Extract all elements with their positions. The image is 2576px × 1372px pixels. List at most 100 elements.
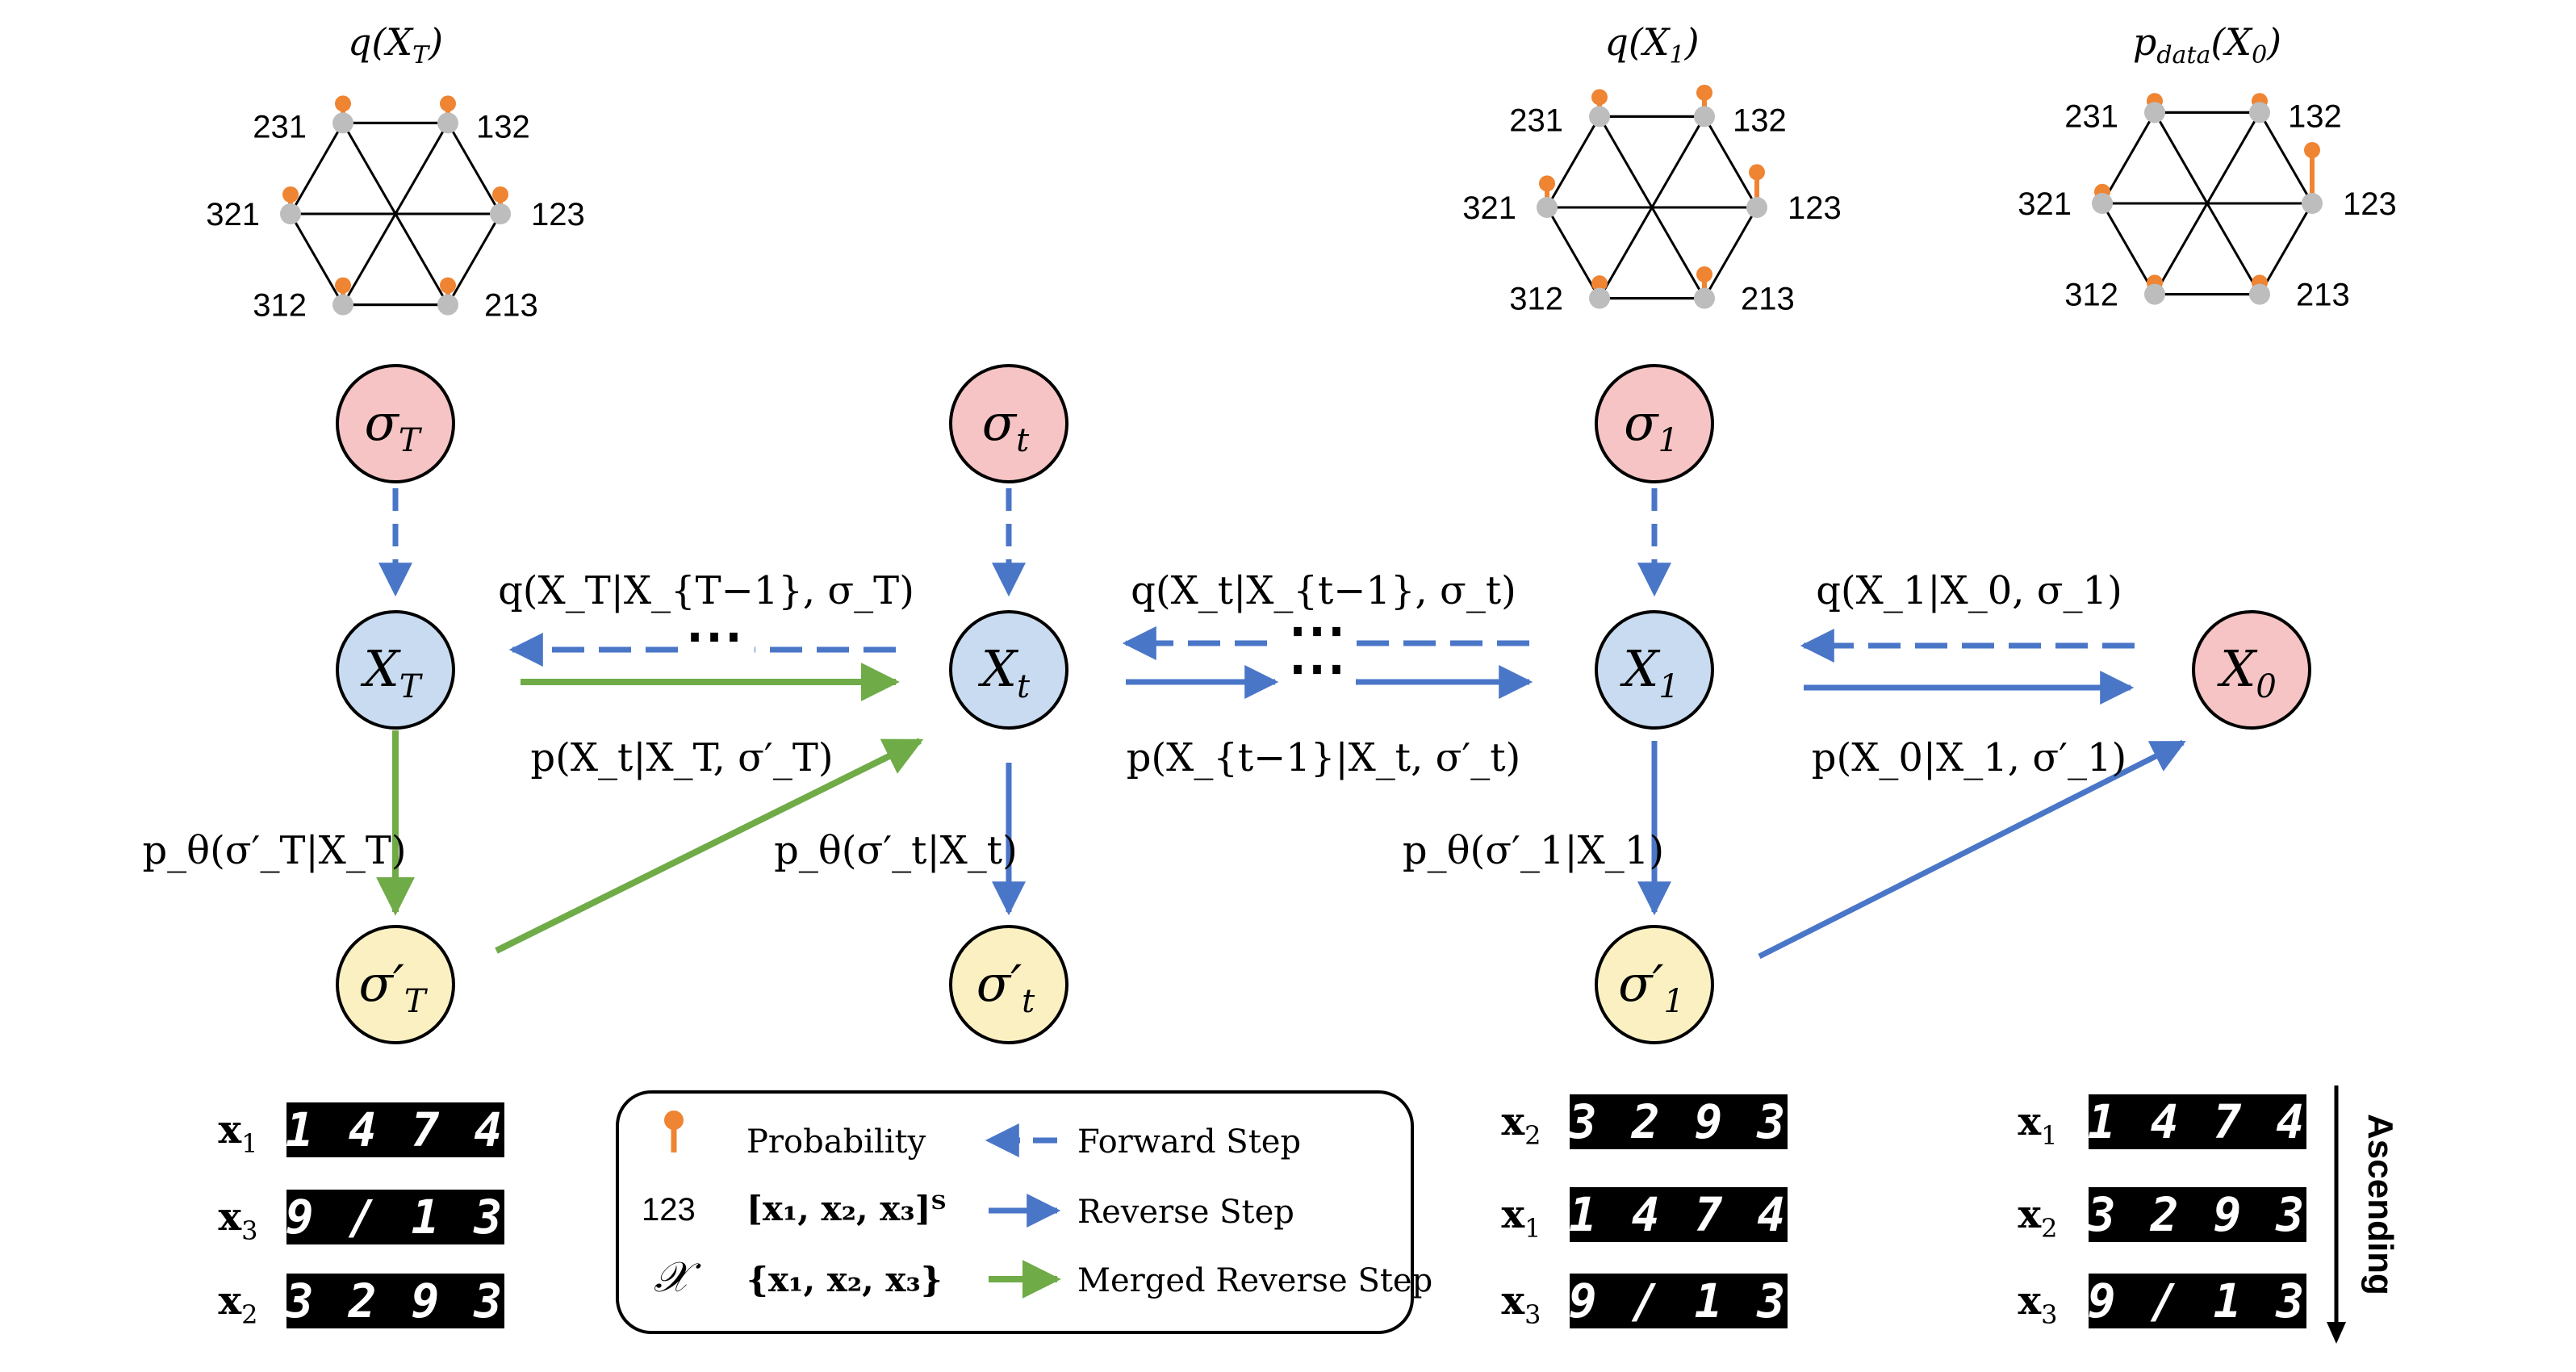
hexagon-title: q(XT) bbox=[348, 20, 443, 69]
hexagon-title: pdata(X0) bbox=[2133, 20, 2281, 69]
probability-head-123 bbox=[1749, 164, 1765, 181]
vertex-123 bbox=[490, 203, 511, 224]
vertex-231 bbox=[1589, 106, 1610, 128]
vertex-label-132: 132 bbox=[476, 109, 530, 144]
digit-row-label: x3 bbox=[1502, 1278, 1541, 1330]
digit-row-label: x3 bbox=[219, 1194, 258, 1246]
node-X-t: Xt bbox=[949, 610, 1068, 730]
node-circle bbox=[949, 925, 1068, 1044]
vertex-132 bbox=[2249, 102, 2270, 123]
arrow-sigmap1-to-X0 bbox=[1758, 739, 2186, 960]
node-circle bbox=[1595, 364, 1714, 483]
probability-head-132 bbox=[440, 95, 456, 112]
vertex-label-231: 231 bbox=[2064, 98, 2118, 134]
probability-head-312 bbox=[1591, 275, 1608, 292]
legend-forward-label: Forward Step bbox=[1077, 1123, 1301, 1161]
label-q-Xt: q(X_t|X_{t−1}, σ_t) bbox=[1131, 568, 1516, 613]
digit-strip-content: 1 4 7 4 bbox=[286, 1102, 505, 1157]
node-circle bbox=[336, 364, 455, 483]
label-q-XT: q(X_T|X_{T−1}, σ_T) bbox=[498, 568, 914, 613]
arrow-sigmapT-to-Xt bbox=[495, 738, 924, 954]
vertex-label-231: 231 bbox=[253, 109, 307, 144]
dots-top-left: ⋯ bbox=[685, 600, 743, 669]
vertex-231 bbox=[2144, 102, 2165, 123]
vertex-321 bbox=[2092, 193, 2113, 214]
node-sigma-t: σt bbox=[949, 364, 1068, 483]
node-sigma-T: σT bbox=[336, 364, 455, 483]
node-circle bbox=[336, 925, 455, 1044]
vertex-label-312: 312 bbox=[2064, 278, 2118, 313]
node-label: Xt bbox=[978, 639, 1031, 705]
digit-strip-content: 1 4 7 4 bbox=[2088, 1094, 2307, 1149]
node-sigma-prime-t: σ′t bbox=[949, 925, 1068, 1044]
node-circle bbox=[1595, 610, 1714, 730]
vertex-123 bbox=[2302, 193, 2323, 214]
vertex-label-213: 213 bbox=[2296, 278, 2350, 313]
vertex-132 bbox=[1694, 106, 1715, 128]
digit-strip-content: 9 / 1 3 bbox=[2088, 1274, 2307, 1328]
probability-head-321 bbox=[282, 186, 299, 203]
digit-strip bbox=[2089, 1094, 2306, 1149]
digit-row-label: x2 bbox=[1502, 1099, 1541, 1151]
digit-row-label: x3 bbox=[2018, 1278, 2058, 1330]
node-X-0: X0 bbox=[2192, 610, 2311, 730]
vertex-213 bbox=[1694, 287, 1715, 309]
vertex-312 bbox=[332, 294, 353, 316]
node-circle bbox=[1595, 925, 1714, 1044]
digit-strip bbox=[2089, 1274, 2306, 1328]
vertex-321 bbox=[280, 203, 301, 224]
probability-head-231 bbox=[1591, 89, 1608, 106]
edge-labels: q(X_T|X_{T−1}, σ_T) p(X_t|X_T, σ′_T) q(X… bbox=[142, 568, 2126, 873]
probability-head-231 bbox=[335, 95, 351, 112]
digit-strips: x1 1 4 7 4 x3 9 / 1 3 x2 3 2 9 3 x2 3 2 9 3 x1 1 … bbox=[219, 1094, 2307, 1330]
digit-row-label: x2 bbox=[219, 1278, 258, 1330]
vertex-312 bbox=[1589, 287, 1610, 309]
digit-strip bbox=[1570, 1094, 1788, 1149]
vertex-label-123: 123 bbox=[1788, 190, 1842, 226]
vertex-213 bbox=[437, 294, 458, 316]
node-X-1: X1 bbox=[1595, 610, 1714, 730]
vertex-321 bbox=[1537, 197, 1558, 218]
probability-head-213 bbox=[440, 277, 456, 294]
node-label: X1 bbox=[1620, 639, 1679, 705]
digit-strip-content: 3 2 9 3 bbox=[1568, 1094, 1788, 1149]
vertex-label-321: 321 bbox=[1462, 190, 1516, 226]
digit-strip bbox=[286, 1190, 504, 1244]
digit-row-label: x1 bbox=[1502, 1192, 1541, 1244]
node-circle bbox=[949, 364, 1068, 483]
vertex-132 bbox=[437, 112, 458, 134]
label-p-XT: p(X_t|X_T, σ′_T) bbox=[530, 735, 833, 780]
digit-strip-content: 3 2 9 3 bbox=[2087, 1187, 2307, 1242]
probability-head-132 bbox=[1696, 84, 1712, 101]
digit-strip bbox=[286, 1274, 504, 1328]
vertex-label-321: 321 bbox=[206, 197, 260, 232]
legend: Probability Forward Step 123 [x₁, x₂, x₃… bbox=[616, 1090, 1432, 1334]
vertex-label-123: 123 bbox=[2343, 186, 2397, 222]
digit-row-label: x1 bbox=[219, 1107, 258, 1159]
ellipsis-marks: ⋯ ⋯ ⋯ bbox=[685, 595, 1346, 701]
probability-head-312 bbox=[335, 277, 351, 294]
label-ptheta-t: p_θ(σ′_t|X_t) bbox=[774, 828, 1018, 873]
digit-strip bbox=[1570, 1274, 1788, 1328]
vertex-312 bbox=[2144, 283, 2165, 305]
vertex-213 bbox=[2249, 283, 2270, 305]
probability-head-123 bbox=[2304, 142, 2320, 158]
vertex-label-231: 231 bbox=[1509, 102, 1563, 138]
dots-top-mid: ⋯ bbox=[1288, 595, 1346, 663]
node-label: σ′1 bbox=[1618, 954, 1684, 1020]
digit-strip-content: 9 / 1 3 bbox=[286, 1190, 505, 1244]
vertex-label-321: 321 bbox=[2018, 186, 2072, 222]
digit-strip bbox=[2089, 1187, 2306, 1242]
probability-head-213 bbox=[1696, 266, 1712, 282]
node-circle bbox=[2192, 610, 2311, 730]
label-q-X1: q(X_1|X_0, σ_1) bbox=[1816, 568, 2122, 613]
legend-probability-icon bbox=[664, 1111, 684, 1130]
ascending-label: Ascending bbox=[2361, 1114, 2400, 1295]
node-sigma-prime-T: σ′T bbox=[336, 925, 455, 1044]
digit-strip-content: 3 2 9 3 bbox=[285, 1274, 505, 1328]
ascending-arrowhead bbox=[2327, 1322, 2346, 1344]
